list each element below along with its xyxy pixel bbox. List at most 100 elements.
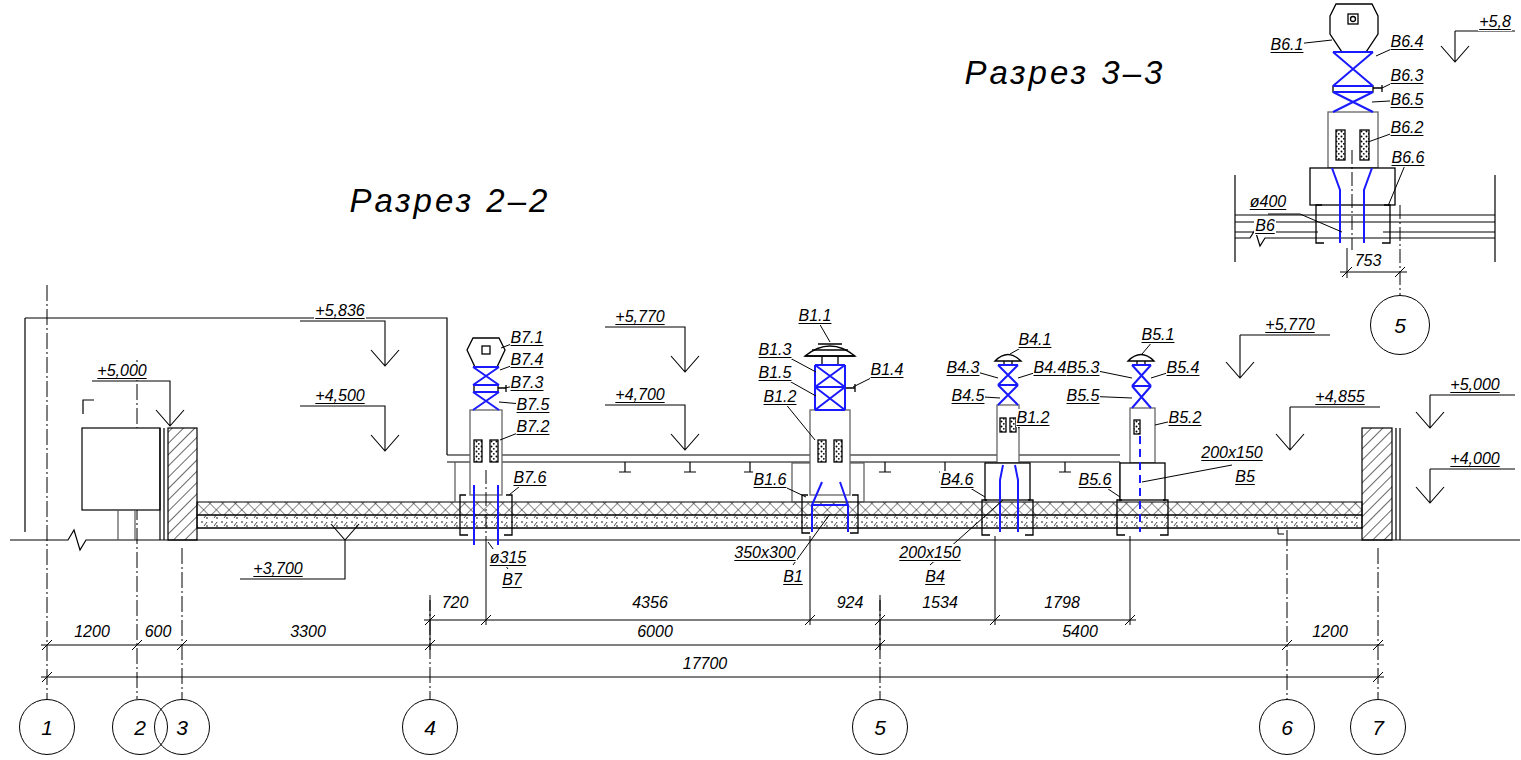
exhaust-unit-b1 bbox=[834, 440, 842, 462]
axis-circle: 5 bbox=[852, 699, 908, 755]
axis-number: 3 bbox=[176, 717, 188, 738]
exhaust-unit-b6 bbox=[1360, 130, 1369, 160]
exhaust-unit-b4 bbox=[995, 355, 1021, 362]
dimension-line bbox=[424, 620, 1136, 621]
part-callout: B7.1 bbox=[510, 329, 545, 347]
axis-number: 6 bbox=[1281, 717, 1293, 738]
center-line bbox=[1352, 150, 1353, 250]
damper-b7 bbox=[473, 392, 499, 410]
level-mark bbox=[605, 405, 699, 450]
dimension-text: 720 bbox=[441, 594, 470, 612]
dimension-line bbox=[41, 645, 1384, 646]
part-callout: B1.6 bbox=[753, 471, 788, 489]
axis-line bbox=[182, 548, 183, 699]
part-callout: B5.3 bbox=[1066, 359, 1101, 377]
roof-layers bbox=[1278, 528, 1284, 534]
damper-b5 bbox=[1139, 436, 1141, 532]
damper-b1 bbox=[815, 365, 845, 410]
part-callout: B6.3 bbox=[1390, 67, 1425, 85]
level-mark bbox=[92, 321, 1515, 579]
exhaust-unit-b6 bbox=[1348, 14, 1358, 24]
outdoor-unit bbox=[83, 400, 94, 414]
axis-circle: 3 bbox=[154, 699, 210, 755]
duct-size: 200x150 bbox=[1200, 444, 1263, 462]
level-mark bbox=[1416, 395, 1515, 428]
part-callout: B7.6 bbox=[513, 469, 548, 487]
section-title: Разрез 3–3 bbox=[964, 55, 1167, 90]
level-mark bbox=[1416, 469, 1515, 503]
level-mark-text: +5,000 bbox=[96, 362, 147, 380]
dimension-line bbox=[41, 536, 1384, 682]
exhaust-unit-b7 bbox=[467, 338, 505, 367]
axis-circle: 5 bbox=[1370, 295, 1430, 355]
level-mark bbox=[1226, 335, 1330, 378]
part-callout: B4.6 bbox=[940, 471, 975, 489]
outdoor-unit bbox=[82, 400, 160, 540]
axis-line bbox=[1287, 530, 1288, 699]
damper-b4 bbox=[998, 365, 1018, 532]
part-callout: B5.2 bbox=[1168, 409, 1203, 427]
parapet-wall bbox=[1362, 428, 1392, 540]
axis-circle: 4 bbox=[402, 699, 458, 755]
damper-b6 bbox=[1333, 52, 1373, 86]
system-name: B5 bbox=[1234, 468, 1256, 486]
parapet-wall bbox=[160, 428, 1400, 540]
level-mark-text: +5,836 bbox=[314, 302, 365, 320]
leader-lines bbox=[1268, 40, 1408, 232]
exhaust-unit-b6 bbox=[1328, 112, 1378, 168]
part-callout: B4.1 bbox=[1018, 331, 1053, 349]
level-mark bbox=[1441, 31, 1515, 62]
damper-b4 bbox=[1000, 465, 1018, 532]
exhaust-unit-b1 bbox=[810, 410, 850, 495]
axis-number: 5 bbox=[874, 717, 886, 738]
duct-size: 200x150 bbox=[898, 544, 961, 562]
dimension-text: 4356 bbox=[631, 594, 669, 612]
exhaust-unit-b6 bbox=[1316, 205, 1390, 243]
part-callout: B7.2 bbox=[516, 418, 551, 436]
exhaust-unit-b1 bbox=[802, 344, 858, 533]
part-callout: B7.3 bbox=[510, 374, 545, 392]
level-mark-text: +5,8 bbox=[1478, 13, 1512, 31]
axis-line bbox=[47, 285, 48, 699]
part-callout: B6.6 bbox=[1391, 149, 1426, 167]
duct-size: ø315 bbox=[489, 549, 527, 567]
damper-b4 bbox=[998, 385, 1018, 405]
exhaust-unit-b6 bbox=[1330, 4, 1378, 52]
axis-circle: 1 bbox=[19, 699, 75, 755]
level-mark-text: +4,855 bbox=[1314, 388, 1365, 406]
axis-circle: 7 bbox=[1350, 699, 1406, 755]
exhaust-unit-b5 bbox=[1117, 500, 1168, 535]
duct-size: 350x300 bbox=[733, 544, 796, 562]
part-callout: B5.5 bbox=[1066, 387, 1101, 405]
part-callout: B7.5 bbox=[516, 396, 551, 414]
building-outline bbox=[24, 318, 25, 532]
parapet-wall bbox=[160, 428, 164, 540]
service-platform bbox=[455, 462, 1120, 502]
dimension-text: 1534 bbox=[921, 594, 959, 612]
exhaust-unit-b4 bbox=[985, 463, 1030, 500]
building-outline bbox=[10, 318, 1520, 550]
dimension-text: 6000 bbox=[636, 623, 674, 641]
part-callout: B5.1 bbox=[1141, 326, 1176, 344]
exhaust-unit-b7 bbox=[474, 385, 498, 392]
level-mark bbox=[1276, 407, 1380, 450]
exhaust-unit-b5 bbox=[1128, 355, 1154, 362]
part-callout: B5.4 bbox=[1166, 359, 1201, 377]
level-mark-text: +4,500 bbox=[314, 387, 365, 405]
part-callout: B1.1 bbox=[798, 307, 833, 325]
outdoor-unit bbox=[82, 428, 160, 510]
axis-number: 2 bbox=[134, 717, 146, 738]
damper-b6 bbox=[1333, 92, 1373, 112]
part-callout: B1.4 bbox=[870, 361, 905, 379]
exhaust-unit-b7 bbox=[490, 440, 498, 462]
center-line bbox=[486, 470, 487, 550]
roof-layers bbox=[197, 502, 1362, 534]
roof-layers bbox=[197, 528, 1362, 529]
axis-line bbox=[47, 285, 1378, 699]
system-name: B6 bbox=[1254, 217, 1276, 235]
level-mark-text: +4,000 bbox=[1449, 450, 1500, 468]
dimension-line bbox=[42, 672, 1383, 682]
axis-circle: 2 bbox=[112, 699, 168, 755]
level-mark bbox=[300, 406, 399, 451]
system-name: B7 bbox=[501, 571, 523, 589]
